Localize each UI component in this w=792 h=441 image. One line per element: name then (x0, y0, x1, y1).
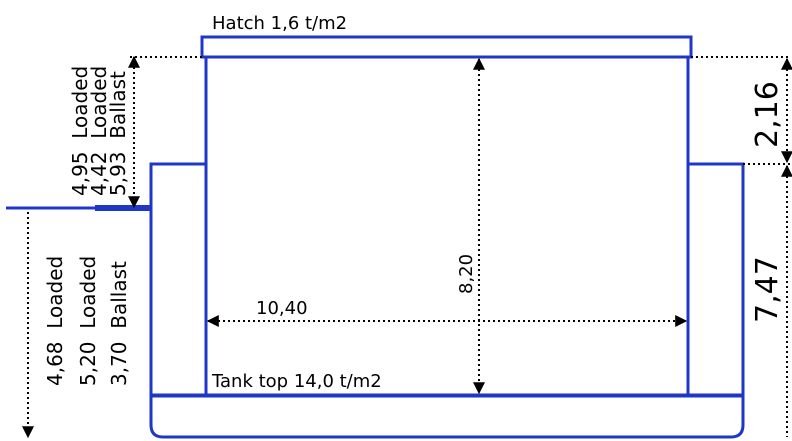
upper-draft-2: 4,42 Loaded (87, 66, 111, 196)
lower-draft-3: 3,70 Ballast (107, 261, 131, 386)
hatch-cover (200, 35, 693, 59)
upper-right-dim-label: 2,16 (750, 81, 785, 148)
double-bottom (149, 393, 745, 398)
tank-top-label: Tank top 14,0 t/m2 (211, 371, 382, 392)
lower-right-dim-label: 7,47 (750, 256, 785, 323)
lower-draft-labels: 4,68 Loaded 5,20 Loaded 3,70 Ballast (43, 256, 131, 386)
hull-bottom (149, 395, 745, 439)
hold-height-label: 8,20 (456, 254, 477, 294)
dimension-lines (22, 55, 792, 439)
hatch-label: Hatch 1,6 t/m2 (212, 13, 347, 34)
right-wing-tank (688, 162, 745, 395)
upper-draft-3: 5,93 Ballast (106, 71, 130, 196)
left-wing-tank (149, 162, 206, 395)
hull-outline (6, 35, 745, 439)
upper-draft-labels: 4,95 Loaded 4,42 Loaded 5,93 Ballast (68, 66, 130, 196)
upper-draft-1: 4,95 Loaded (68, 66, 92, 196)
lower-draft-2: 5,20 Loaded (76, 256, 100, 386)
lower-draft-1: 4,68 Loaded (43, 256, 67, 386)
hold-width-label: 10,40 (256, 298, 308, 319)
